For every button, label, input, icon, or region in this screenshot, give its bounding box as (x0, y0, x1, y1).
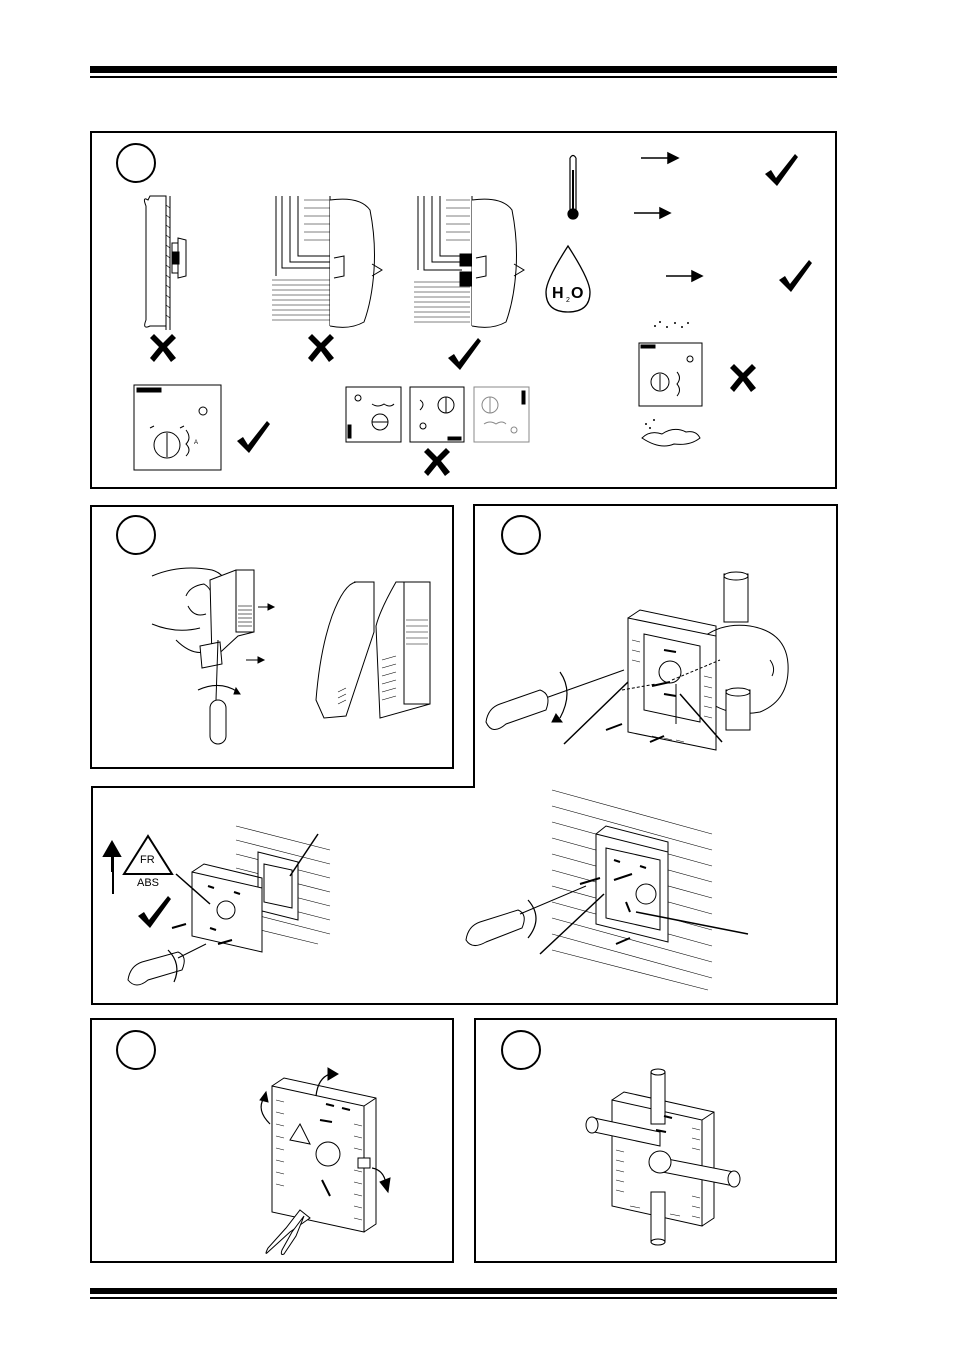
panel-cable-entries-illustrations (0, 0, 954, 1280)
footer-rule-thick (90, 1288, 837, 1294)
footer-rule-thin (90, 1297, 837, 1299)
